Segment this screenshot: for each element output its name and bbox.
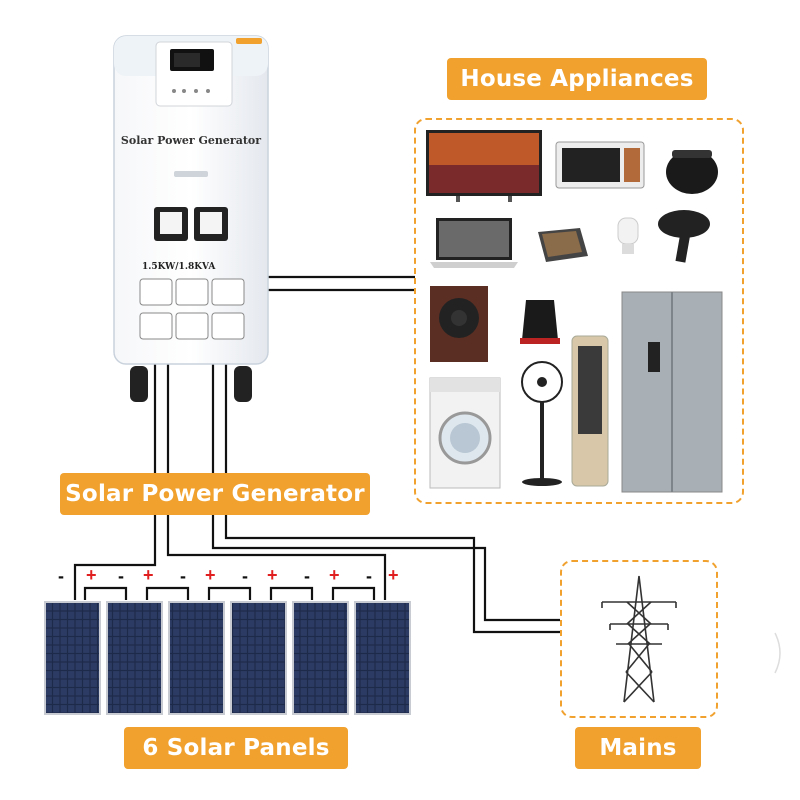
appliances-box [414,118,744,504]
mains-box [560,560,718,718]
negative-marker: - [304,566,310,586]
negative-marker: - [180,566,186,586]
smartphone-icon [538,228,588,262]
mains-label: Mains [575,727,701,769]
washing-machine-icon [429,377,501,489]
generator-rating: 1.5KW/1.8KVA [142,262,216,272]
generator-title: Solar Power Generator [120,134,262,147]
house-appliances-label: House Appliances [447,58,707,100]
positive-marker: + [388,565,399,585]
laptop-icon [430,218,518,268]
rice-cooker-icon [666,150,718,194]
solar-panel [292,601,349,715]
appliances-illustration [426,130,723,493]
positive-marker: + [86,565,97,585]
microwave-icon [555,141,645,189]
solar-panel [230,601,287,715]
refrigerator-icon [621,291,723,493]
negative-marker: - [242,566,248,586]
light-bulb-icon [617,217,639,254]
solar-panel [106,601,163,715]
solar-panel [354,601,411,715]
electric-kettle-icon [520,300,560,344]
brand-logo [236,38,262,44]
negative-marker: - [118,566,124,586]
negative-marker: - [366,566,372,586]
generator-unit: Solar Power Generator 1.5KW/1.8KVA [112,34,270,404]
solar-power-generator-label: Solar Power Generator [60,473,370,515]
solar-panel [44,601,101,715]
edge-mark [774,632,781,674]
speaker-icon [430,286,488,362]
positive-marker: + [267,565,278,585]
solar-panels-label: 6 Solar Panels [124,727,348,769]
positive-marker: + [329,565,340,585]
air-conditioner-icon [571,335,609,487]
electric-fan-icon [521,361,563,486]
solar-panel [168,601,225,715]
negative-marker: - [58,566,64,586]
positive-marker: + [143,565,154,585]
solar-panel-array [44,601,411,715]
positive-marker: + [205,565,216,585]
hair-dryer-icon [658,210,710,263]
television-icon [426,130,542,202]
transmission-tower-icon [601,575,677,703]
